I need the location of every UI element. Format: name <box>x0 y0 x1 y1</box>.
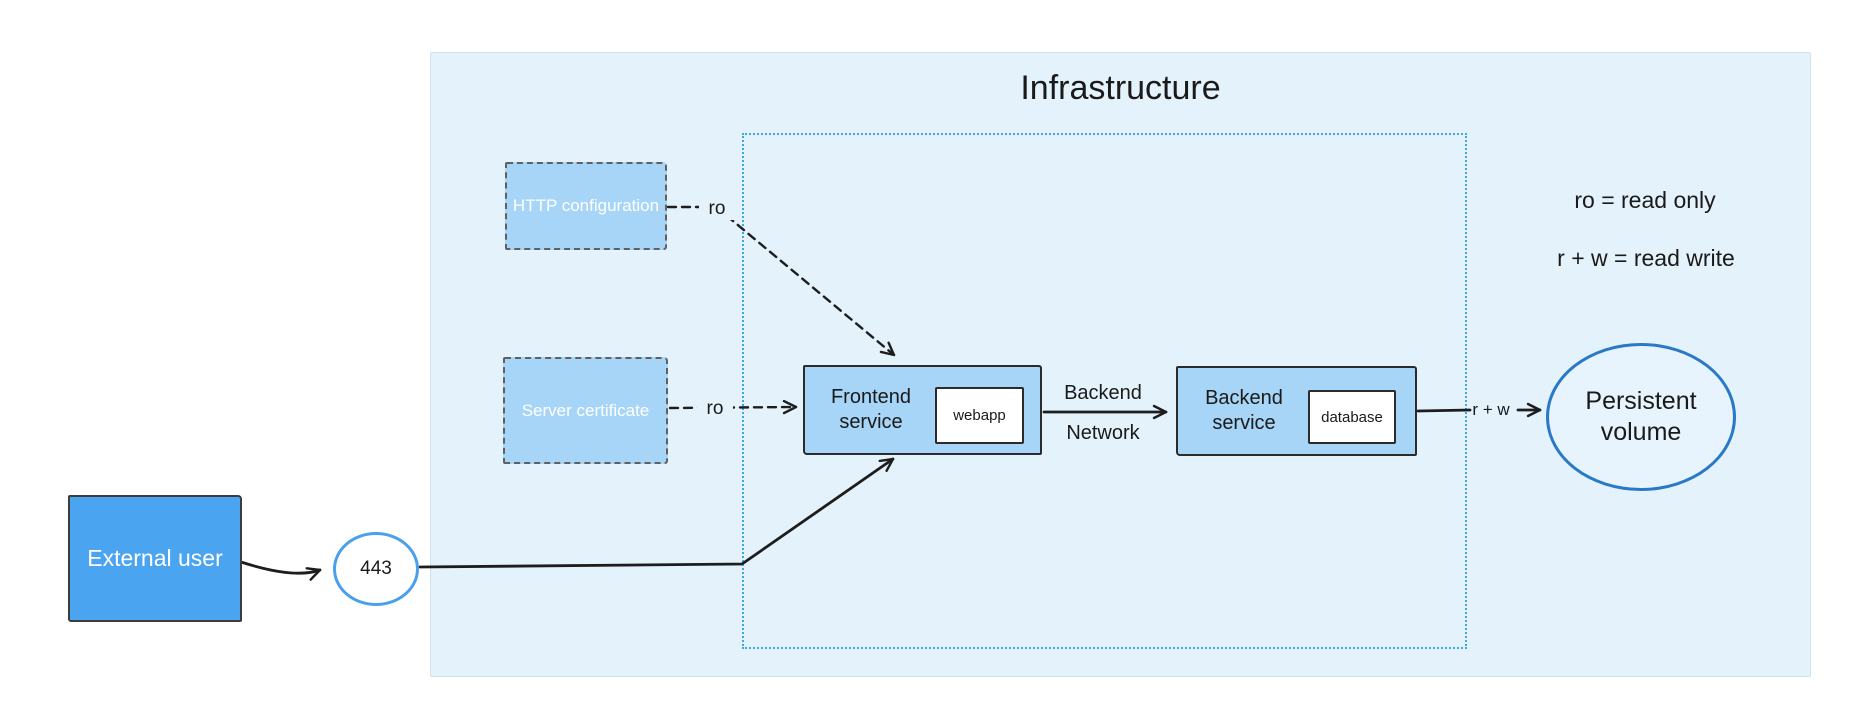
edge-label-ro-http: ro <box>699 197 735 220</box>
server-certificate-label: Server certificate <box>521 400 650 420</box>
node-webapp: webapp <box>935 387 1024 444</box>
edge-user-to-port <box>239 560 322 581</box>
node-database: database <box>1308 390 1396 444</box>
edge-backend-to-volume-line <box>1416 408 1472 413</box>
edge-servercert-to-frontend <box>668 399 798 415</box>
edge-httpconfig-to-frontend <box>725 214 896 357</box>
http-configuration-label: HTTP configuration <box>512 196 660 216</box>
legend-read-only: ro = read only <box>1574 187 1716 213</box>
webapp-label: webapp <box>953 407 1006 424</box>
node-external-user: External user <box>68 495 242 622</box>
node-persistent-volume: Persistent volume <box>1546 343 1736 491</box>
persistent-volume-label: Persistent volume <box>1585 386 1697 446</box>
edge-port-to-frontend <box>418 457 895 569</box>
cluster-boundary <box>742 133 1467 649</box>
database-label: database <box>1321 408 1383 426</box>
edge-label-ro-cert: ro <box>697 397 733 420</box>
edge-label-backend: Backend <box>1064 382 1142 404</box>
edge-label-rw: r + w <box>1472 400 1510 419</box>
node-server-certificate: Server certificate <box>503 357 668 464</box>
backend-service-label: Backend service <box>1205 387 1283 434</box>
frontend-service-label: Frontend service <box>830 386 912 433</box>
port-443-label: 443 <box>360 558 392 579</box>
node-http-configuration: HTTP configuration <box>505 162 667 250</box>
edge-label-network: Network <box>1066 422 1140 444</box>
legend-read-write: r + w = read write <box>1557 245 1735 271</box>
diagram-title: Infrastructure <box>1020 69 1221 107</box>
external-user-label: External user <box>87 545 223 571</box>
node-port-443: 443 <box>333 532 419 606</box>
